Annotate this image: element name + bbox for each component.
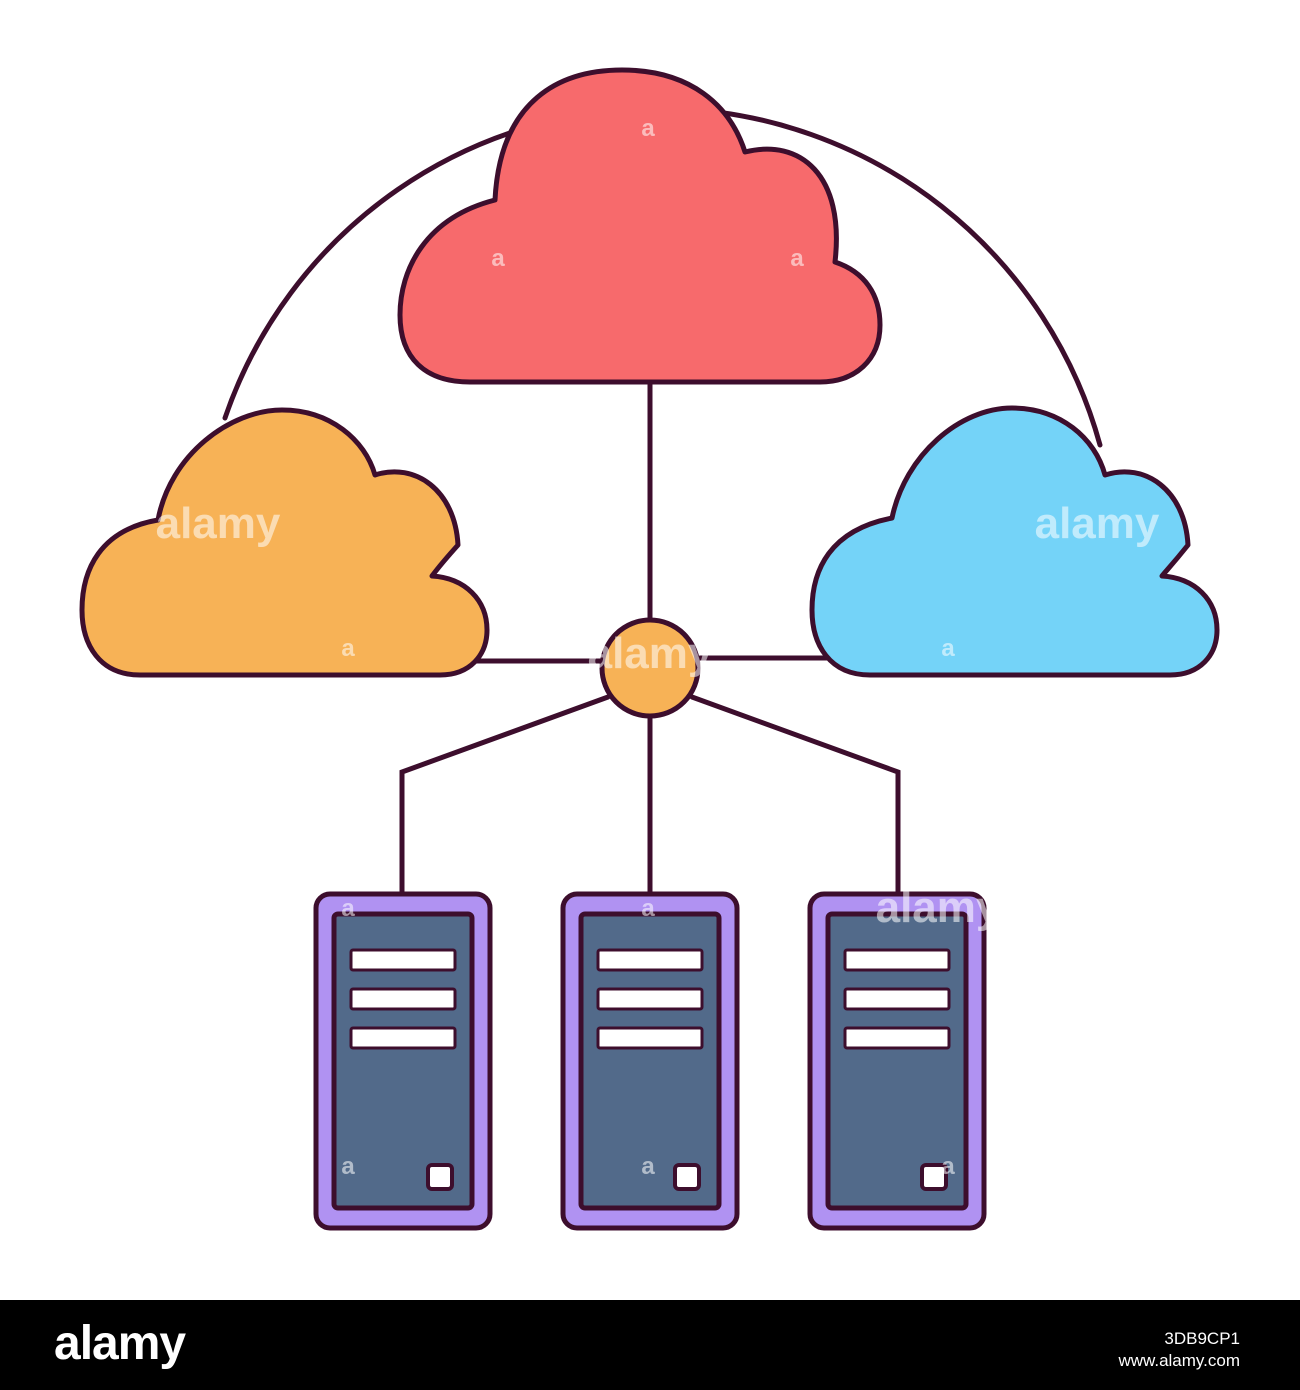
server-icon bbox=[560, 891, 740, 1231]
alamy-logo: alamy bbox=[54, 1317, 186, 1370]
watermark-small: a bbox=[341, 895, 355, 922]
cloud-icon bbox=[79, 407, 490, 678]
footer-bar: alamy 3DB9CP1 www.alamy.com bbox=[0, 1300, 1300, 1390]
watermark-small: a bbox=[341, 1153, 355, 1180]
watermark-small: a bbox=[790, 245, 804, 272]
connection-line-server-left bbox=[399, 694, 611, 895]
site-url: www.alamy.com bbox=[1118, 1351, 1240, 1370]
watermark-small: a bbox=[941, 635, 955, 662]
cloud-icon bbox=[397, 67, 883, 385]
server-icon bbox=[313, 891, 493, 1231]
watermark-small: a bbox=[941, 1153, 955, 1180]
footer-info: 3DB9CP1 www.alamy.com bbox=[1118, 1328, 1240, 1372]
watermark-small: a bbox=[641, 1153, 655, 1180]
watermark: alamy alamy alamy alamy a a a a a a a a … bbox=[156, 115, 1160, 1180]
watermark-small: a bbox=[491, 245, 505, 272]
server-icon bbox=[807, 891, 987, 1231]
connection-line-server-right bbox=[689, 694, 901, 895]
watermark-small: a bbox=[641, 895, 655, 922]
watermark-small: a bbox=[641, 115, 655, 142]
watermark-wordmark: alamy bbox=[1035, 499, 1160, 548]
watermark-wordmark: alamy bbox=[876, 883, 1001, 932]
cloud-network-illustration: alamy alamy alamy alamy a a a a a a a a … bbox=[79, 67, 1220, 1231]
watermark-wordmark: alamy bbox=[588, 629, 713, 678]
hub-node-icon bbox=[599, 617, 701, 719]
watermark-wordmark: alamy bbox=[156, 499, 281, 548]
watermark-small: a bbox=[341, 635, 355, 662]
cloud-icon bbox=[809, 405, 1220, 678]
image-id: 3DB9CP1 bbox=[1164, 1329, 1240, 1348]
